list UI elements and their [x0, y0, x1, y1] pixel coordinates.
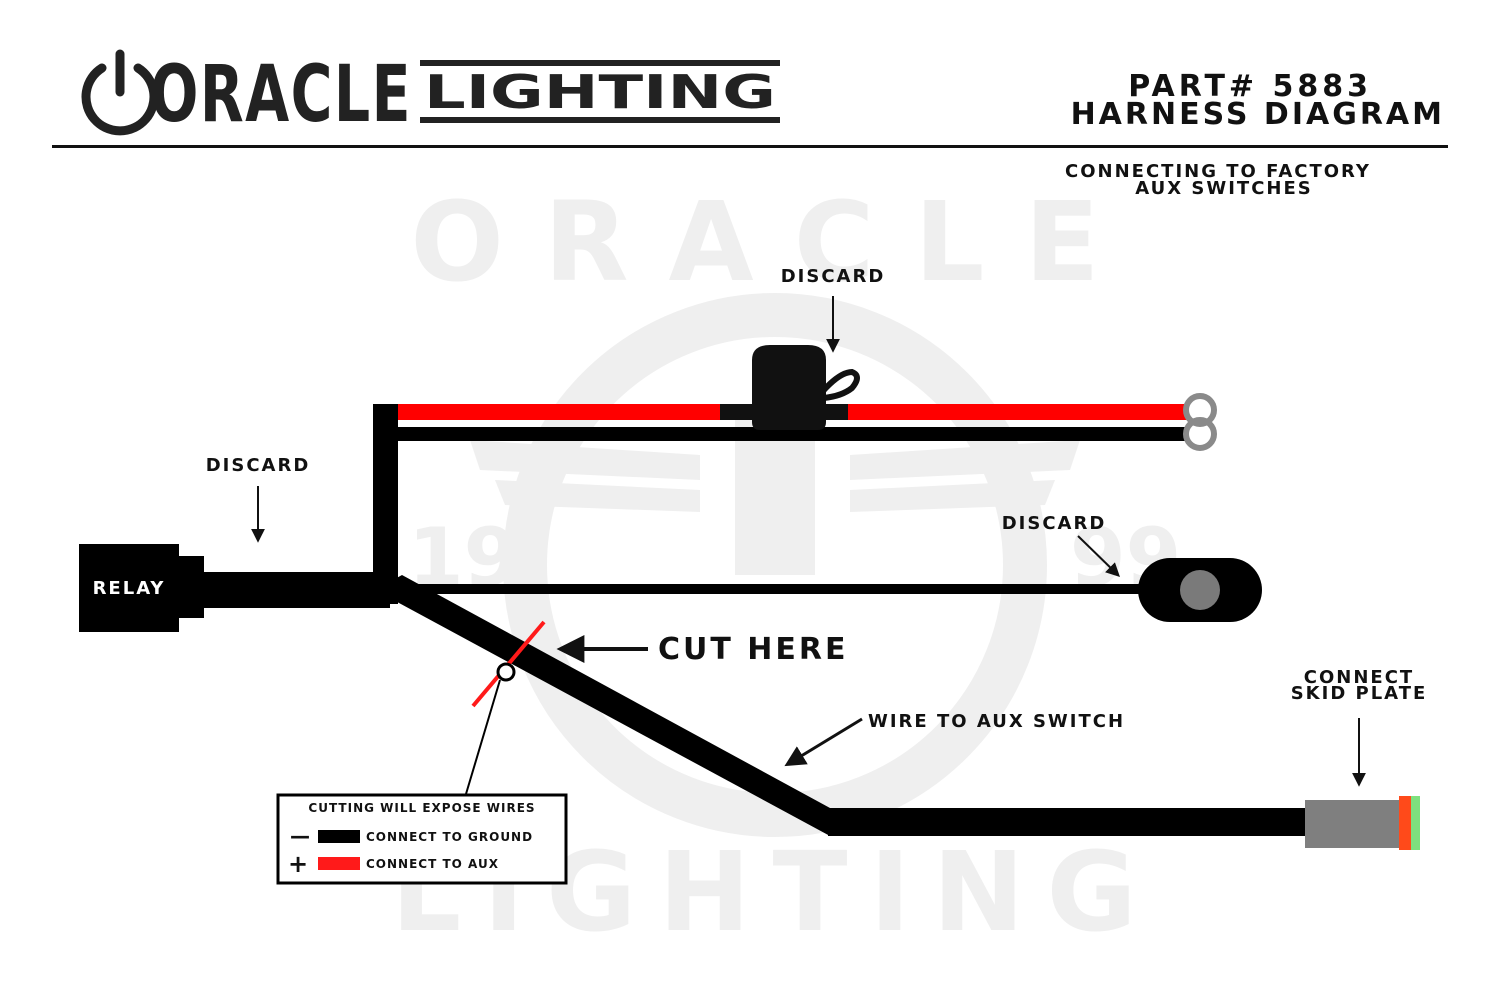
fuse-cap — [752, 345, 826, 430]
label-discard-relay: DISCARD — [206, 455, 311, 476]
watermark-wing-left-2 — [495, 480, 700, 512]
aux-wire-diagonal — [375, 575, 830, 836]
legend-leader-line — [465, 679, 501, 795]
arrow-wire-to-aux — [784, 717, 863, 767]
part-number: PART# 5883 — [1128, 69, 1372, 104]
label-wire-to-aux: WIRE TO AUX SWITCH — [868, 711, 1125, 732]
relay-block: RELAY — [79, 544, 204, 632]
watermark-text-top: ORACLE — [410, 178, 1139, 306]
watermark-wing-right-2 — [850, 480, 1055, 512]
relay-label: RELAY — [93, 578, 166, 599]
main-cable — [200, 572, 390, 608]
cut-point-icon — [496, 662, 516, 682]
ring-terminal-red — [1183, 393, 1217, 427]
power-icon — [81, 49, 159, 136]
label-discard-fuse: DISCARD — [781, 266, 886, 287]
wire-legend: CUTTING WILL EXPOSE WIRES — CONNECT TO G… — [276, 793, 568, 885]
diagram-title: HARNESS DIAGRAM — [1071, 97, 1445, 132]
connector-body — [1305, 800, 1399, 848]
aux-wire-horizontal — [828, 808, 1308, 836]
legend-swatch-red — [318, 857, 360, 870]
label-discard-switch: DISCARD — [1002, 513, 1107, 534]
legend-title: CUTTING WILL EXPOSE WIRES — [308, 801, 535, 815]
label-cut-here: CUT HERE — [658, 632, 848, 667]
logo-rule-bottom — [420, 117, 780, 123]
header-divider — [52, 145, 1448, 148]
black-ground-wire — [398, 427, 1188, 441]
label-connect-skid-1: CONNECT — [1304, 667, 1414, 688]
brand-name-oracle: ORACLE — [150, 50, 412, 140]
arrow-discard-switch — [1077, 535, 1121, 577]
oracle-logo: ORACLE LIGHTING — [81, 49, 780, 140]
legend-swatch-black — [318, 830, 360, 843]
label-connect-skid-2: SKID PLATE — [1291, 683, 1428, 704]
subtitle-line-1: CONNECTING TO FACTORY — [1065, 161, 1371, 182]
connector-seal-orange — [1399, 796, 1411, 850]
watermark-wing-left — [470, 440, 700, 480]
brand-name-lighting: LIGHTING — [424, 65, 776, 119]
legend-aux-symbol: + — [288, 850, 308, 878]
cut-mark — [465, 620, 546, 795]
trunk-vertical-wire — [373, 404, 398, 604]
logo-rule-top — [420, 60, 780, 66]
skid-plate-connector — [1305, 796, 1420, 850]
subtitle-line-2: AUX SWITCHES — [1135, 178, 1312, 199]
ring-terminal-black — [1183, 417, 1217, 451]
relay-collar — [176, 556, 204, 618]
relay-body — [79, 544, 179, 632]
fuse-holder — [720, 345, 860, 430]
switch-button-icon — [1180, 570, 1220, 610]
connector-seal-green — [1411, 796, 1420, 850]
legend-ground-text: CONNECT TO GROUND — [366, 830, 533, 844]
fuse-tether — [819, 368, 860, 401]
legend-aux-text: CONNECT TO AUX — [366, 857, 499, 871]
switch-wire — [398, 584, 1148, 594]
wiring-harness — [200, 404, 1308, 836]
legend-ground-symbol: — — [290, 824, 310, 848]
watermark-wing-right — [850, 440, 1080, 480]
factory-switch — [1138, 558, 1262, 622]
watermark-ring — [503, 293, 1047, 837]
ring-terminals — [1183, 393, 1217, 451]
